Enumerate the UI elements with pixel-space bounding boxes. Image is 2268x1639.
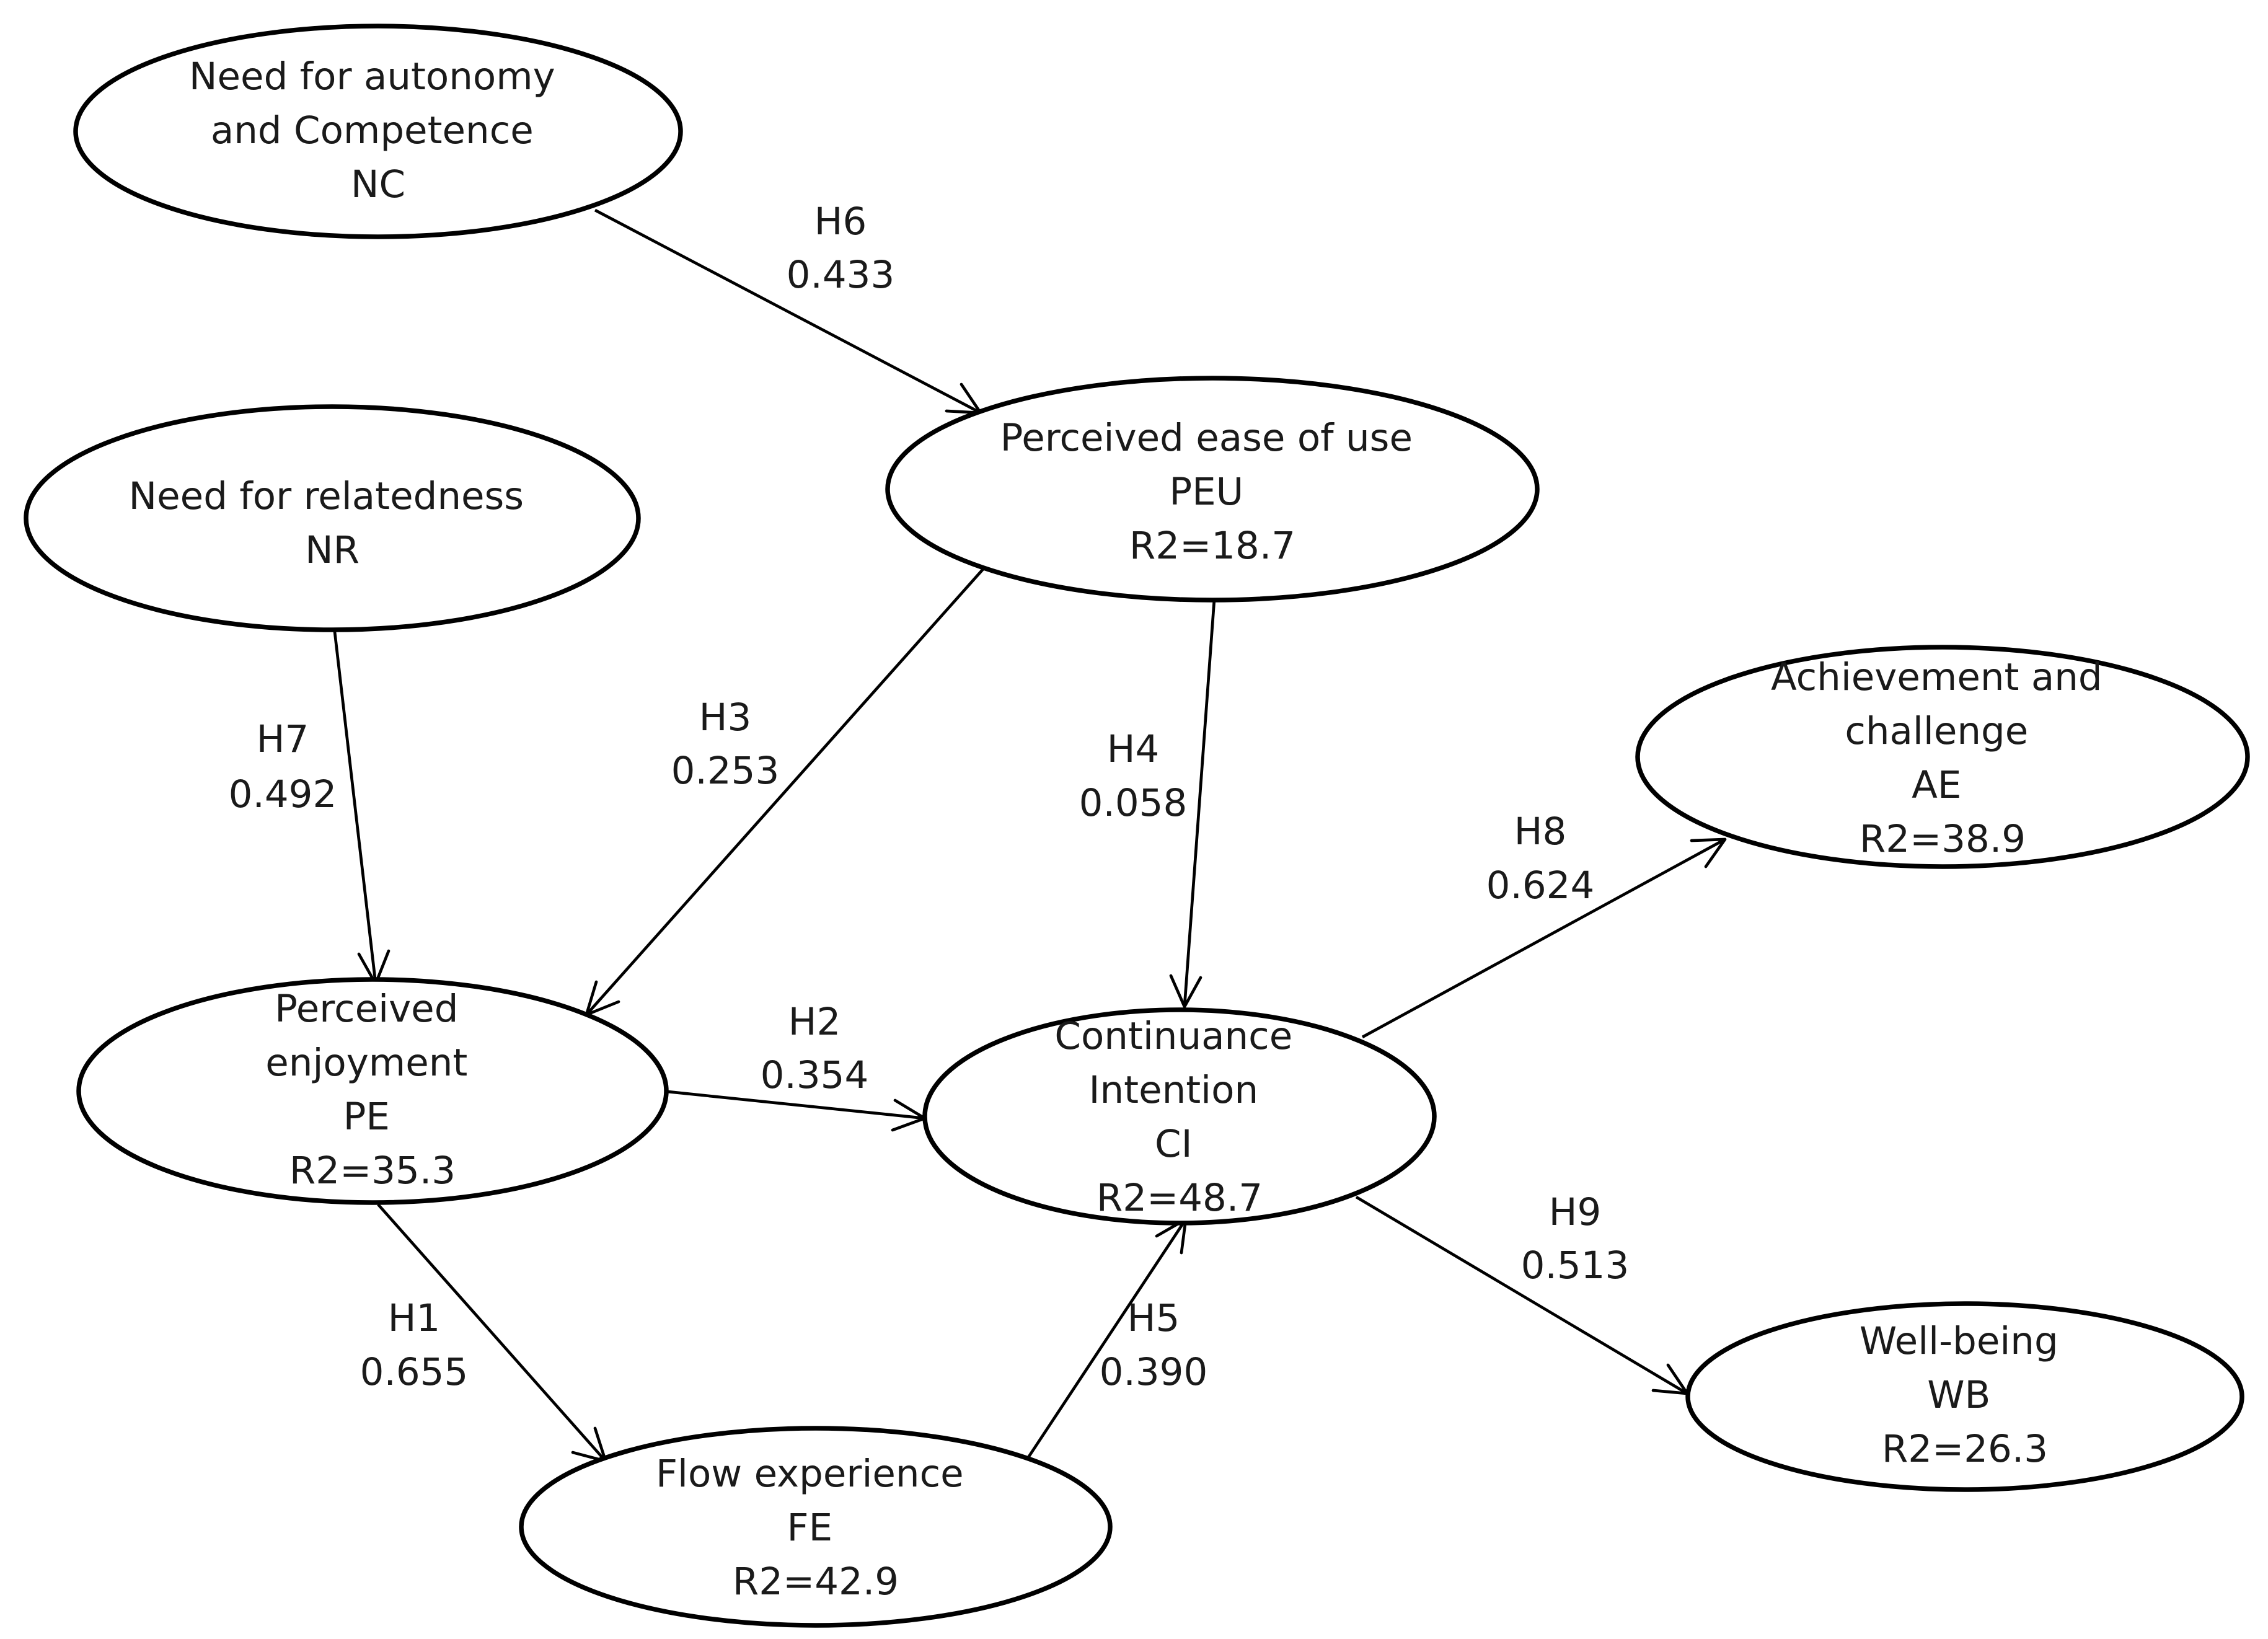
edge-h3-line: [585, 567, 985, 1016]
edge-label-h2-coefficient: 0.354: [761, 1053, 869, 1097]
node-ae-line-2: challenge: [1845, 709, 2028, 753]
edge-h2: [667, 1090, 927, 1132]
node-pe-line-1: Perceived: [275, 987, 458, 1031]
node-pe-line-3: PE: [343, 1095, 390, 1139]
node-peu-line-1: Perceived ease of use: [1000, 416, 1413, 460]
svg-text:Need for relatedness NR: Need for relatedness NR: [129, 474, 536, 572]
edge-label-h2-name: H2: [788, 1000, 841, 1044]
edge-h8-arrowhead: [1690, 837, 1727, 868]
edge-label-h4: H4 0.058: [1079, 727, 1188, 825]
node-ci-line-1: Continuance: [1054, 1014, 1292, 1058]
node-nc-line-2: and Competence: [211, 108, 534, 152]
node-nc-line-3: NC: [351, 162, 405, 206]
edge-label-h9-name: H9: [1549, 1190, 1602, 1234]
edge-label-h6: H6 0.433: [787, 200, 895, 297]
edge-label-h6-coefficient: 0.433: [787, 253, 895, 297]
edge-h4-line: [1183, 599, 1216, 1007]
edge-h2-line: [667, 1090, 925, 1120]
edge-label-h7-coefficient: 0.492: [229, 772, 337, 816]
edge-label-h3-coefficient: 0.253: [671, 749, 780, 793]
edge-label-h5: H5 0.390: [1100, 1296, 1208, 1394]
node-nc-line-1: Need for autonomy: [189, 55, 555, 99]
edge-label-h1-coefficient: 0.655: [360, 1350, 469, 1394]
edge-label-h5-coefficient: 0.390: [1100, 1350, 1208, 1394]
node-ci-line-4: R2=48.7: [1096, 1176, 1263, 1220]
edge-h6-line: [594, 208, 982, 415]
edge-label-h5-name: H5: [1127, 1296, 1180, 1340]
svg-text:Flow experience FE: Flow experience FE R2=42.9: [656, 1452, 976, 1604]
node-wb: Well-being WB R2=26.3: [1685, 1301, 2244, 1492]
node-ci: Continuance Intention CI R2=48.7: [922, 1007, 1437, 1226]
edge-label-h3-name: H3: [699, 696, 752, 740]
edge-label-h9: H9 0.513: [1521, 1190, 1630, 1288]
node-nc: Need for autonomy and Competence NC: [73, 24, 683, 239]
edge-h1-line: [377, 1203, 607, 1462]
svg-text:Continuance Intention: Continuance Intention CI R2=48.7: [1054, 1014, 1304, 1220]
svg-text:Perceived enjoyment: Perceived enjoyment PE R2=35.3: [265, 987, 479, 1193]
edge-label-h1-name: H1: [388, 1296, 441, 1340]
node-peu: Perceived ease of use PEU R2=18.7: [885, 376, 1540, 603]
edge-h7: [333, 631, 391, 986]
edge-h3: [585, 567, 985, 1017]
svg-text:Achievement and challeng: Achievement and challenge AE R2=38.9: [1771, 655, 2114, 861]
edge-label-h7-name: H7: [257, 717, 309, 761]
node-ci-line-2: Intention: [1089, 1068, 1259, 1112]
node-nc-ellipse: [73, 24, 683, 239]
node-fe: Flow experience FE R2=42.9: [519, 1426, 1113, 1628]
node-nr: Need for relatedness NR: [24, 404, 641, 632]
node-fe-line-3: R2=42.9: [733, 1560, 899, 1604]
edge-h4: [1169, 599, 1216, 1009]
edge-h8: [1361, 837, 1727, 1039]
node-peu-line-2: PEU: [1169, 470, 1243, 514]
edge-label-h7: H7 0.492: [229, 717, 337, 816]
edge-h9-line: [1355, 1195, 1688, 1395]
edge-h5-line: [1025, 1218, 1187, 1462]
edge-label-h3: H3 0.253: [671, 696, 780, 793]
edge-label-h8: H8 0.624: [1486, 810, 1595, 908]
node-peu-line-3: R2=18.7: [1129, 524, 1295, 568]
edge-label-h8-coefficient: 0.624: [1486, 864, 1595, 908]
node-ae: Achievement and challenge AE R2=38.9: [1635, 645, 2250, 869]
node-ae-line-4: R2=38.9: [1860, 817, 2026, 861]
node-nr-line-1: Need for relatedness: [129, 474, 524, 518]
node-nr-ellipse: [24, 404, 641, 632]
node-ae-line-1: Achievement and: [1771, 655, 2103, 699]
node-pe: Perceived enjoyment PE R2=35.3: [76, 977, 669, 1205]
node-pe-line-2: enjoyment: [265, 1041, 467, 1085]
edge-h4-arrowhead: [1169, 974, 1202, 1009]
node-pe-ellipse: [76, 977, 669, 1205]
svg-text:Need for autonomy and Co: Need for autonomy and Competence NC: [189, 55, 567, 206]
edge-h7-line: [333, 631, 377, 984]
edge-label-h4-coefficient: 0.058: [1079, 781, 1188, 825]
svg-text:Perceived ease of use P: Perceived ease of use PEU R2=18.7: [1000, 416, 1425, 568]
edge-h9: [1355, 1195, 1689, 1395]
node-peu-ellipse: [885, 376, 1540, 603]
node-wb-line-3: R2=26.3: [1882, 1427, 2048, 1471]
edge-label-h9-coefficient: 0.513: [1521, 1244, 1630, 1288]
edge-label-h8-name: H8: [1514, 810, 1567, 854]
node-wb-line-2: WB: [1927, 1373, 1990, 1417]
node-wb-ellipse: [1685, 1301, 2244, 1492]
svg-text:Well-being WB R2=2: Well-being WB R2=26.3: [1860, 1319, 2070, 1471]
node-wb-line-1: Well-being: [1860, 1319, 2058, 1363]
node-ae-line-3: AE: [1912, 763, 1961, 807]
node-fe-line-1: Flow experience: [656, 1452, 964, 1496]
edge-h8-line: [1361, 837, 1726, 1039]
node-ci-ellipse: [922, 1007, 1437, 1226]
edge-label-h2: H2 0.354: [761, 1000, 869, 1097]
edge-label-h6-name: H6: [814, 200, 867, 244]
node-pe-line-4: R2=35.3: [289, 1149, 456, 1193]
edge-h5: [1025, 1217, 1188, 1462]
node-fe-line-2: FE: [787, 1506, 832, 1550]
edge-label-h4-name: H4: [1107, 727, 1160, 771]
edge-label-h1: H1 0.655: [360, 1296, 469, 1394]
node-fe-ellipse: [519, 1426, 1113, 1628]
edge-h6: [594, 208, 982, 415]
node-nr-line-2: NR: [305, 528, 360, 572]
node-ci-line-3: CI: [1155, 1122, 1193, 1166]
node-ae-ellipse: [1635, 645, 2250, 869]
